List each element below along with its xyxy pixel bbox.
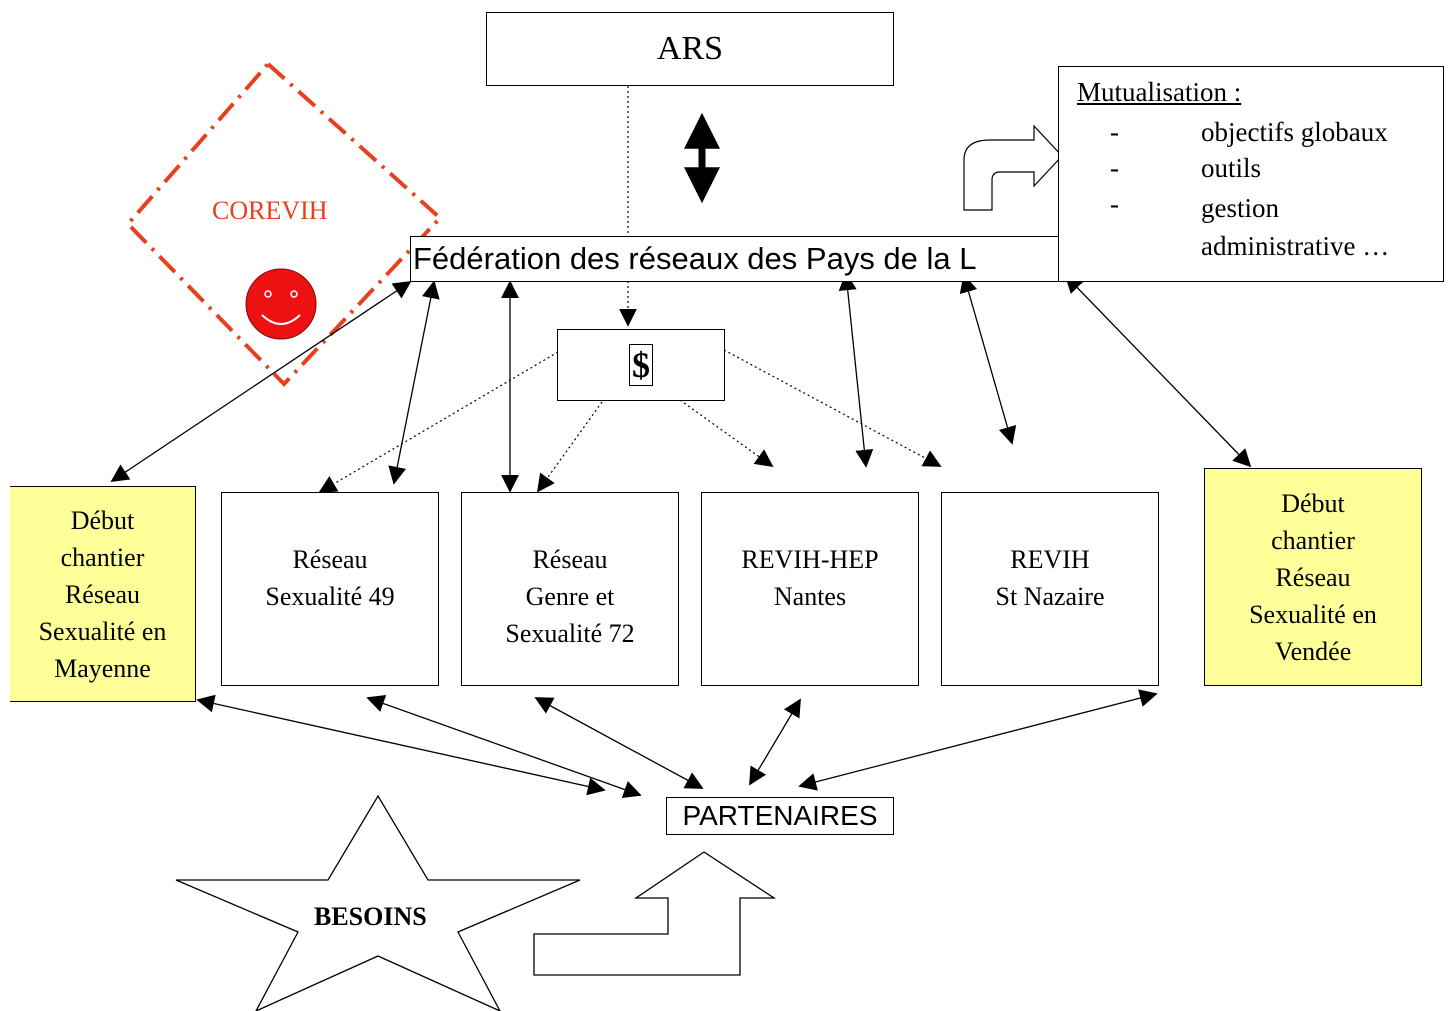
fed-nantes-arrow [838, 272, 874, 468]
mayenne-box: Début chantier Réseau Sexualité en Mayen… [10, 486, 196, 702]
revih-st-nazaire-line: St Nazaire [995, 582, 1105, 611]
mayenne-line: Début [70, 505, 135, 535]
mutualisation-item: - objectifs globaux [1059, 117, 1443, 153]
smiley-icon [245, 268, 317, 340]
revih-st-nazaire-box: REVIH St Nazaire [941, 492, 1159, 686]
fed-vendee-arrow [1064, 274, 1252, 468]
mayenne-line: Sexualité en [38, 616, 167, 646]
mayenne-partenaires-arrow [196, 694, 606, 796]
revih-hep-line: Nantes [773, 582, 847, 611]
revih-hep-line: REVIH-HEP [741, 545, 879, 574]
dollar-box: $ [557, 329, 725, 401]
reseau-49-box: Réseau Sexualité 49 [221, 492, 439, 686]
mutualisation-list: - objectifs globaux - outils - gestion a… [1059, 117, 1443, 265]
revih-st-nazaire-line: REVIH [1010, 545, 1090, 574]
bullet: - [1110, 153, 1119, 183]
vendee-line: Sexualité en [1249, 599, 1377, 629]
mutualisation-item: - gestion administrative … [1059, 189, 1443, 265]
reseau-72-box: Réseau Genre et Sexualité 72 [461, 492, 679, 686]
ars-box: ARS [486, 12, 894, 86]
revih-hep-nantes-box: REVIH-HEP Nantes [701, 492, 919, 686]
stnazaire-partenaires-arrow [798, 689, 1158, 791]
item-text: outils [1201, 153, 1262, 183]
dollar-to-nantes-dotted [679, 399, 774, 468]
mayenne-line: Mayenne [54, 653, 151, 683]
fed-mayenne-arrow [110, 281, 412, 482]
mutualisation-box: Mutualisation : - objectifs globaux - ou… [1058, 66, 1444, 282]
dollar-to-stnazaire-dotted [723, 349, 942, 467]
besoins-star [175, 794, 581, 1011]
federation-label: Fédération des réseaux des Pays de la L [413, 241, 977, 276]
fed-stnazaire-arrow [959, 274, 1017, 445]
reseau-72-line: Sexualité 72 [505, 619, 635, 648]
besoins-label: BESOINS [314, 902, 427, 931]
vendee-line: Réseau [1275, 562, 1351, 592]
reseau72-partenaires-arrow [534, 697, 704, 789]
vendee-line: Vendée [1274, 636, 1352, 666]
bullet: - [1110, 189, 1119, 219]
bullet: - [1110, 117, 1119, 147]
ars-label: ARS [656, 30, 724, 67]
bent-arrow-to-partenaires [533, 851, 777, 976]
reseau-49-line: Réseau [292, 545, 368, 574]
item-text: objectifs globaux [1201, 117, 1388, 147]
mutualisation-title: Mutualisation : [1077, 77, 1242, 107]
reseau-49-line: Sexualité 49 [265, 582, 395, 611]
dollar-icon: $ [629, 344, 653, 386]
partenaires-box: PARTENAIRES [666, 797, 894, 835]
fed-reseau49-arrow [388, 280, 440, 485]
dollar-to-reseau72-dotted [536, 401, 603, 493]
dollar-to-reseau49-dotted [318, 351, 559, 493]
federation-box: Fédération des réseaux des Pays de la L [410, 236, 1108, 282]
vendee-line: Début [1281, 488, 1345, 518]
item-text: gestion administrative … [1201, 193, 1390, 261]
reseau-72-line: Genre et [525, 582, 615, 611]
mayenne-line: Réseau [64, 579, 141, 609]
partenaires-label: PARTENAIRES [682, 800, 878, 831]
vendee-line: chantier [1271, 525, 1355, 555]
nantes-partenaires-arrow [749, 698, 801, 786]
vendee-box: Début chantier Réseau Sexualité en Vendé… [1204, 468, 1422, 686]
bent-arrow-to-mutualisation [963, 124, 1063, 211]
mutualisation-item: - outils [1059, 153, 1443, 189]
reseau-72-line: Réseau [532, 545, 608, 574]
mayenne-line: chantier [60, 542, 145, 572]
corevih-label: COREVIH [212, 196, 328, 225]
